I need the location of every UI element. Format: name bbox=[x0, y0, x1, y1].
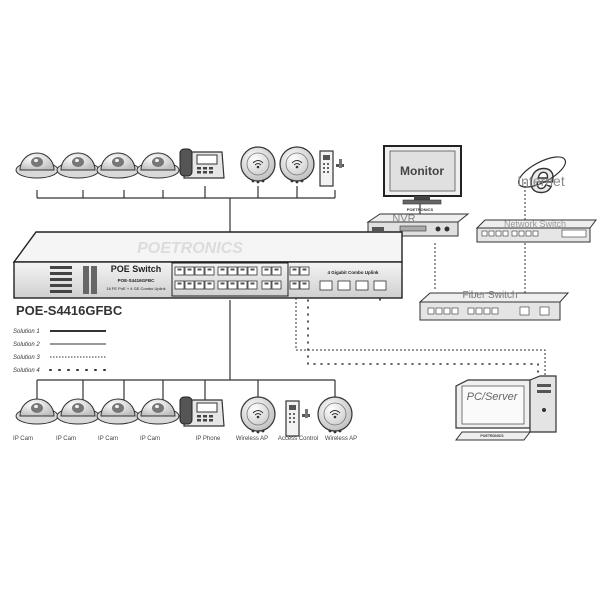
wireless-ap-icon bbox=[240, 396, 276, 434]
bottom-label: Wireless AP bbox=[325, 436, 357, 442]
wireless-ap-icon bbox=[317, 396, 353, 434]
nvr-label: NVR bbox=[392, 213, 415, 225]
switch-model: POE-S4416GFBC bbox=[118, 278, 156, 283]
legend-label-4: Solution 4 bbox=[13, 368, 40, 374]
top-devices bbox=[15, 146, 345, 187]
internet-label: Internet bbox=[517, 173, 565, 189]
network-switch-label: Network Switch bbox=[504, 219, 566, 229]
bottom-label: Access Control bbox=[278, 436, 318, 442]
ip-cam-icon bbox=[56, 152, 100, 179]
ip-cam-icon bbox=[15, 152, 59, 179]
ip-cam-icon bbox=[15, 398, 59, 425]
pc-brand: POETRONICS bbox=[480, 434, 504, 438]
bottom-label: Wireless AP bbox=[236, 436, 268, 442]
bottom-labels: IP Cam IP Cam IP Cam IP Cam IP Phone Wir… bbox=[13, 436, 357, 442]
ip-phone-icon bbox=[179, 148, 225, 179]
wireless-ap-icon bbox=[240, 146, 276, 184]
uplink-label: 4 Gigabit Combo Uplink bbox=[327, 270, 378, 275]
legend-label-1: Solution 1 bbox=[13, 329, 40, 335]
access-control-icon bbox=[285, 400, 311, 437]
switch-desc: 16 FE PoE + 4 GE Combo Uplink bbox=[106, 286, 165, 291]
pc-server-icon bbox=[455, 375, 557, 441]
switch-name: POE Switch bbox=[111, 264, 162, 274]
led-indicators bbox=[50, 266, 97, 294]
ip-cam-icon bbox=[96, 152, 140, 179]
monitor-label: Monitor bbox=[400, 164, 444, 178]
fiber-switch-label: Fiber Switch bbox=[462, 290, 517, 301]
bottom-device-bus bbox=[36, 300, 336, 400]
bottom-label: IP Phone bbox=[196, 436, 221, 442]
ip-cam-icon bbox=[56, 398, 100, 425]
poe-switch-device: POETRONICS POE Switch POE-S4416GFBC 16 bbox=[12, 231, 403, 299]
monitor-icon bbox=[383, 145, 462, 205]
bottom-label: IP Cam bbox=[56, 436, 76, 442]
legend: Solution 1 Solution 2 Solution 3 Solutio… bbox=[13, 329, 107, 374]
bottom-label: IP Cam bbox=[140, 436, 160, 442]
watermark: POETRONICS bbox=[137, 240, 243, 257]
ip-cam-icon bbox=[136, 152, 180, 179]
bottom-devices bbox=[15, 396, 353, 437]
access-control-icon bbox=[319, 150, 345, 187]
ip-cam-icon bbox=[136, 398, 180, 425]
wireless-ap-icon bbox=[279, 146, 315, 184]
nvr-brand: POETRONICS bbox=[407, 207, 434, 212]
product-label: POE-S4416GFBC bbox=[16, 303, 123, 318]
combo-uplink-ports bbox=[289, 266, 387, 291]
legend-label-2: Solution 2 bbox=[13, 342, 40, 348]
legend-label-3: Solution 3 bbox=[13, 355, 40, 361]
bottom-label: IP Cam bbox=[13, 436, 33, 442]
bottom-label: IP Cam bbox=[98, 436, 118, 442]
network-switch-icon bbox=[475, 219, 597, 243]
pc-server-label: PC/Server bbox=[467, 391, 519, 403]
ip-phone-icon bbox=[179, 396, 225, 427]
fiber-switch-icon bbox=[418, 292, 570, 321]
internet-icon: e bbox=[517, 152, 567, 203]
ip-cam-icon bbox=[96, 398, 140, 425]
